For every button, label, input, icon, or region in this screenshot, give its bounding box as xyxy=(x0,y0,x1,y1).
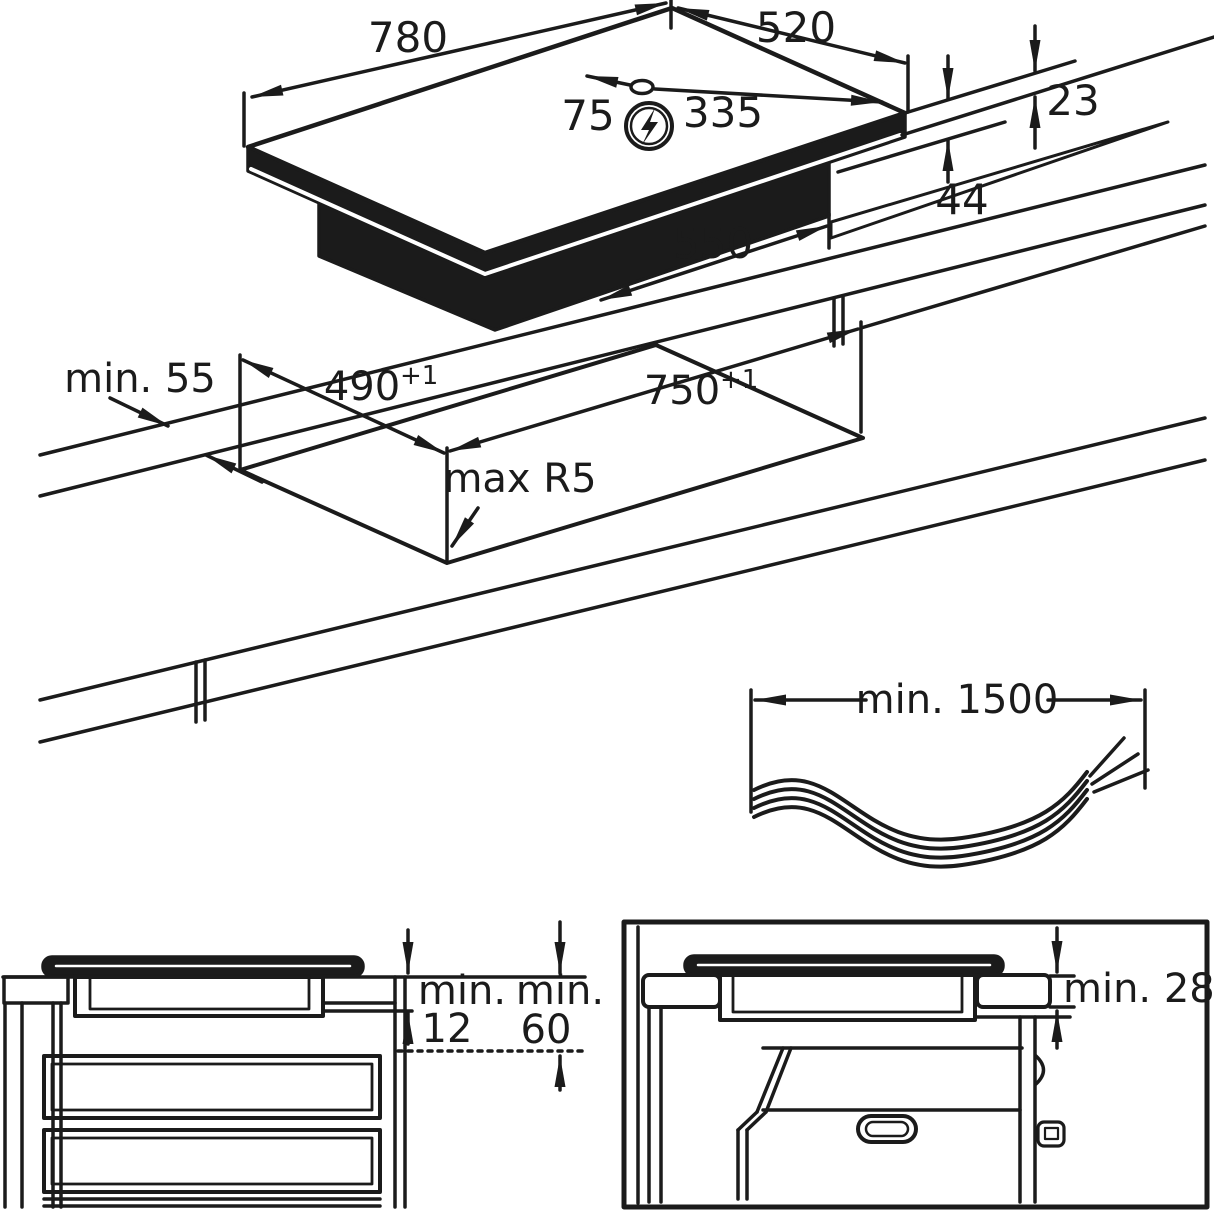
dim-780-label: 780 xyxy=(368,13,448,62)
hob-body-inner xyxy=(731,973,964,1014)
dim-1500-label: min. 1500 xyxy=(856,677,1059,723)
cable-wire xyxy=(1090,752,1140,786)
min-12-prefix: min. xyxy=(418,968,506,1014)
oven-door-slant xyxy=(755,1046,785,1114)
dim-520-label: 520 xyxy=(756,3,836,52)
ext-line xyxy=(859,224,1207,330)
min-28-label: min. 28 xyxy=(1063,966,1214,1012)
dim-44-label: 44 xyxy=(935,175,988,224)
oven-door-slant xyxy=(745,1110,768,1132)
ext-line xyxy=(903,59,1077,115)
dim-490-label: 490 xyxy=(324,364,400,410)
hob-body-inner xyxy=(88,975,311,1011)
min-55-arrow-2 xyxy=(204,453,264,484)
worktop-section-left xyxy=(2,975,70,1005)
hob-glass-edge xyxy=(246,111,907,279)
drawer-front-inner xyxy=(50,1136,374,1186)
min-60-value: 60 xyxy=(521,1007,572,1053)
cable-line xyxy=(752,788,1089,860)
dim-75-line xyxy=(585,74,632,88)
dim-780-line xyxy=(250,1,668,99)
dim-75-label: 75 xyxy=(561,91,614,140)
dim-750-label: 750 xyxy=(644,368,720,414)
connection-point xyxy=(629,78,655,96)
ext-line-pointed xyxy=(829,120,1170,240)
oven-door-slant xyxy=(736,1110,759,1132)
cable-wire xyxy=(1092,768,1150,794)
min-55-label: min. 55 xyxy=(64,356,216,402)
worktop-lower-edge-2 xyxy=(38,458,1207,744)
oven-hinge-lower xyxy=(1036,1120,1066,1148)
drawer-clearance-view: min. 12 min. 60 xyxy=(1,920,604,1209)
dim-750-tolerance: +1 xyxy=(720,365,758,395)
dim-23-label: 23 xyxy=(1046,76,1099,125)
ext-line xyxy=(836,120,1007,174)
dim-490-tolerance: +1 xyxy=(400,361,438,391)
dim-335-line xyxy=(653,87,884,106)
oven-handle xyxy=(856,1114,918,1144)
power-cable-view: min. 1500 xyxy=(749,677,1150,869)
dim-550-line xyxy=(599,224,829,302)
worktop-section-left xyxy=(641,973,722,1009)
max-r5-arrow xyxy=(450,506,480,548)
dim-550-label: 550 xyxy=(673,219,753,268)
oven-hinge-lower-inner xyxy=(1043,1126,1060,1141)
min-12-value: 12 xyxy=(422,1006,473,1052)
oven-hinge xyxy=(1034,1054,1046,1086)
oven-clearance-view: min. 28 xyxy=(621,919,1214,1210)
worktop-cutout-view: 490 +1 750 +1 min. 55 max R5 xyxy=(38,163,1207,744)
oven-door-slant xyxy=(764,1046,793,1114)
dim-490-line xyxy=(241,358,446,455)
dim-335-label: 335 xyxy=(683,88,763,137)
cable-line xyxy=(752,770,1089,842)
ext-line xyxy=(900,35,1214,137)
worktop-lower-edge-1 xyxy=(38,416,1207,702)
hob-isometric-view: 780 520 75 335 23 44 550 xyxy=(242,0,1214,332)
min-55-arrow-1 xyxy=(108,396,170,428)
lightning-bolt-icon xyxy=(624,101,674,151)
cable-line xyxy=(752,779,1089,851)
cable-wire xyxy=(1088,736,1126,778)
drawer-front-inner xyxy=(50,1062,374,1112)
min-60-prefix: min. xyxy=(516,968,604,1014)
dim-520-line xyxy=(676,6,907,65)
worktop-back-edge xyxy=(38,163,1207,457)
drawer-front xyxy=(42,1054,382,1120)
worktop-section-right xyxy=(975,973,1052,1009)
oven-handle-inner xyxy=(864,1120,910,1138)
hob-seam xyxy=(249,133,902,276)
drawer-front xyxy=(42,1128,382,1194)
max-r5-label: max R5 xyxy=(443,456,596,502)
dim-750-line xyxy=(448,327,860,453)
cable-line xyxy=(752,797,1089,869)
view-frame xyxy=(621,919,1210,1210)
